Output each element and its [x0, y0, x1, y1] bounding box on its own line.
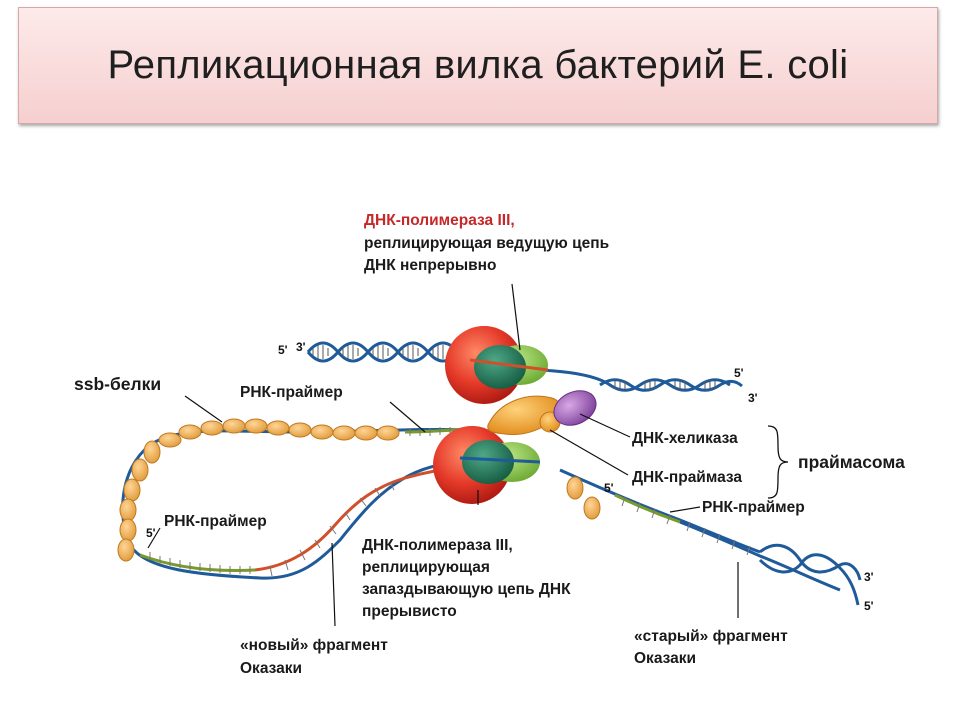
old-okazaki-fragment	[559, 468, 862, 606]
new-fragment-label-line1: «новый» фрагмент	[240, 637, 388, 654]
page-title: Репликационная вилка бактерий E. coli	[107, 43, 849, 87]
parental-duplex-right	[539, 368, 743, 392]
rna-primer-right-label: РНК-праймер	[702, 499, 805, 516]
ssb-proteins	[117, 418, 601, 562]
dna-polymerase-bottom	[433, 426, 541, 504]
strand-end-right-5: 5'	[734, 366, 744, 380]
rna-primer-top-label: РНК-праймер	[240, 384, 343, 401]
pol-bottom-label-line4: прерывисто	[362, 603, 457, 620]
primosome-brace	[767, 425, 789, 499]
rna-primer-left-label: РНК-праймер	[164, 513, 267, 530]
pol-top-label-line2: реплицирующая ведущую цепь	[364, 235, 609, 252]
title-box: Репликационная вилка бактерий E. coli	[18, 7, 938, 124]
pol-top-label-line3: ДНК непрерывно	[364, 257, 497, 274]
parental-duplex-top-left	[306, 341, 460, 363]
pol-bottom-label-line3: запаздывающую цепь ДНК	[362, 581, 571, 598]
strand-end-top-left-3: 3'	[296, 340, 306, 354]
old-fragment-label-line1: «старый» фрагмент	[634, 628, 788, 645]
strand-end-right-3: 3'	[748, 391, 758, 405]
pol-bottom-label-line2: реплицирующая	[362, 559, 490, 576]
primase	[487, 395, 561, 435]
strand-end-bottom-right-5: 5'	[864, 599, 874, 613]
strand-end-far-left-5: 5'	[146, 526, 156, 540]
strand-end-bottom-right-3: 3'	[864, 570, 874, 584]
dna-polymerase-top	[445, 326, 549, 404]
primosome-label: праймасома	[798, 452, 905, 472]
pol-bottom-label-line1: ДНК-полимераза III,	[362, 537, 513, 554]
strand-end-top-left-5: 5'	[278, 343, 288, 357]
leader-lines	[147, 283, 739, 627]
pol-top-label-line1: ДНК-полимераза III,	[364, 212, 515, 229]
ssb-label: ssb-белки	[74, 374, 161, 394]
helicase-label: ДНК-хеликаза	[632, 430, 738, 447]
old-fragment-label-line2: Оказаки	[634, 650, 696, 667]
primase-label: ДНК-праймаза	[632, 469, 742, 486]
strand-end-lagging-5: 5'	[604, 481, 614, 495]
new-fragment-label-line2: Оказаки	[240, 660, 302, 677]
